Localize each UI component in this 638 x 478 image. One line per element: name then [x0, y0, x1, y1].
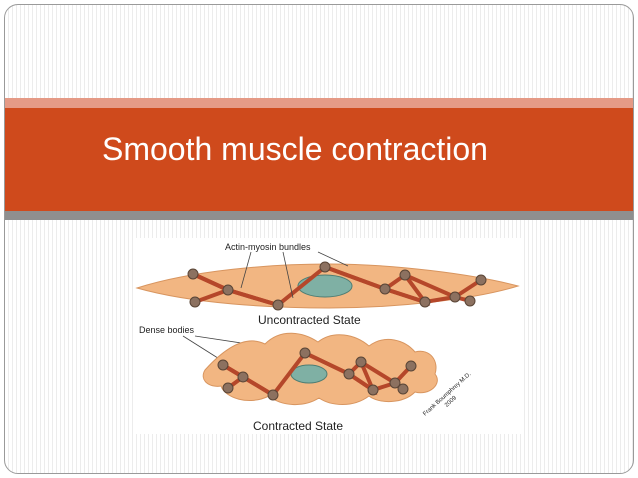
dense-body	[405, 360, 417, 372]
dense-body	[355, 356, 367, 368]
dense-body	[379, 283, 391, 295]
dense-body	[419, 296, 431, 308]
dense-body	[475, 274, 487, 286]
bundles-leader-lines	[240, 251, 349, 299]
contracted-nucleus	[290, 364, 328, 384]
title-band-bottom-stripe	[5, 211, 633, 220]
smooth-muscle-diagram: Actin-myosin bundles Uncontracted State …	[133, 238, 523, 434]
contracted-cell	[202, 332, 438, 405]
label-actin-myosin-bundles: Actin-myosin bundles	[225, 242, 311, 252]
label-dense-bodies: Dense bodies	[139, 325, 195, 335]
dense-body	[319, 261, 331, 273]
label-contracted-state: Contracted State	[253, 419, 343, 433]
dense-body	[299, 347, 311, 359]
uncontracted-nucleus	[297, 274, 353, 298]
title-band	[5, 108, 633, 211]
dense-body	[397, 383, 409, 395]
dense-bodies-leader-line	[182, 335, 222, 361]
dense-body	[399, 269, 411, 281]
dense-body	[367, 384, 379, 396]
diagram-svg: Actin-myosin bundles Uncontracted State …	[135, 242, 520, 433]
label-uncontracted-state: Uncontracted State	[258, 313, 361, 327]
uncontracted-dense-bodies	[187, 261, 487, 311]
dense-body	[343, 368, 355, 380]
dense-body	[217, 359, 229, 371]
dense-body	[222, 284, 234, 296]
title-band-top-stripe	[5, 98, 633, 108]
dense-body	[237, 371, 249, 383]
dense-body	[464, 295, 476, 307]
uncontracted-cell	[135, 261, 520, 311]
dense-body	[187, 268, 199, 280]
dense-body	[267, 389, 279, 401]
dense-body	[189, 296, 201, 308]
dense-body	[272, 299, 284, 311]
contracted-dense-bodies	[217, 347, 417, 401]
dense-body	[449, 291, 461, 303]
dense-body	[389, 377, 401, 389]
slide-title: Smooth muscle contraction	[102, 131, 488, 167]
dense-body	[222, 382, 234, 394]
